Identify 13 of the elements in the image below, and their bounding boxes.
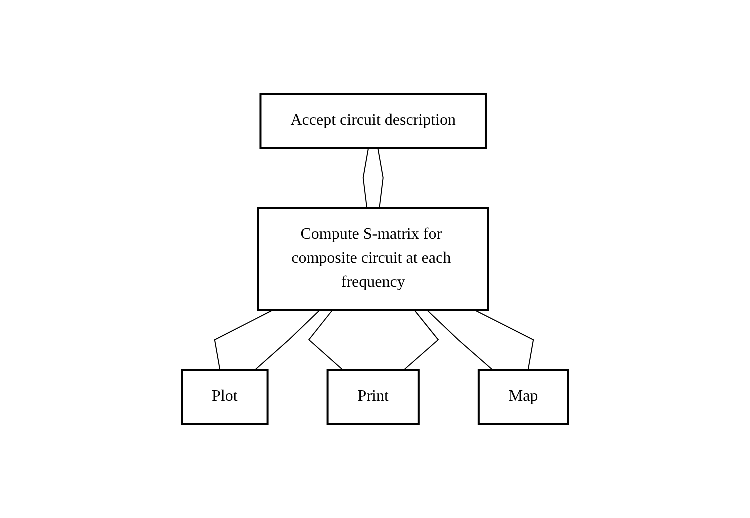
connector	[426, 310, 494, 370]
connector	[474, 310, 534, 370]
connector	[362, 148, 369, 208]
node-box: Map	[478, 369, 570, 425]
node-box: Accept circuit description	[260, 93, 487, 149]
connector	[377, 148, 384, 208]
connector	[404, 310, 440, 370]
connector	[254, 310, 321, 370]
connector	[308, 310, 344, 370]
node-box: Print	[326, 369, 420, 425]
connector	[214, 310, 274, 370]
node-box: Plot	[180, 369, 269, 425]
node-box: Compute S-matrix for composite circuit at each frequency	[257, 207, 490, 311]
